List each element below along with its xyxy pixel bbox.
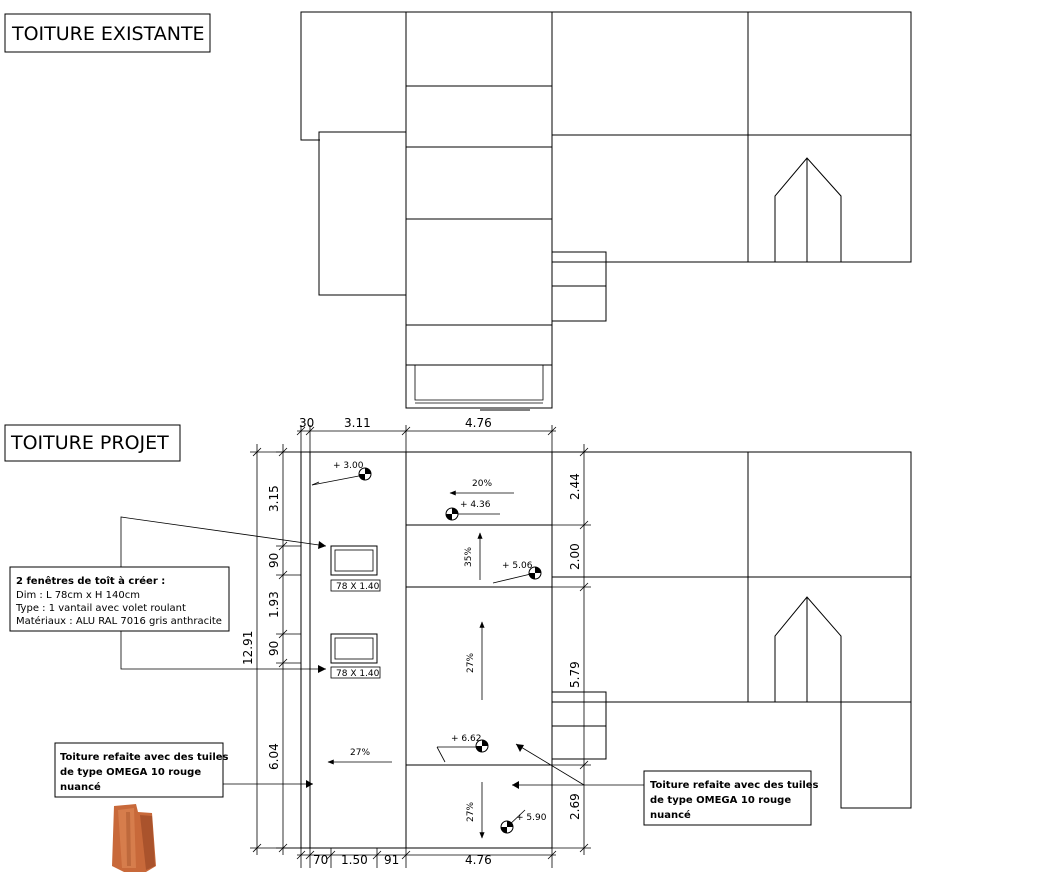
windows-note-title: 2 fenêtres de toît à créer :	[16, 575, 165, 587]
window-2-label: 78 X 1.40	[336, 669, 380, 679]
level-662-text: + 6.62	[451, 734, 481, 744]
tiles-right-line-2: de type OMEGA 10 rouge	[650, 795, 791, 806]
tiles-note-left: Toiture refaite avec des tuiles de type …	[54, 742, 313, 798]
slope-arrow-35: 35%	[464, 532, 483, 580]
windows-note-line-2: Type : 1 vantail avec volet roulant	[15, 603, 186, 614]
windows-note-line-3: Matériaux : ALU RAL 7016 gris anthracite	[16, 615, 222, 627]
tiles-right-line-3: nuancé	[650, 809, 691, 821]
dim-top-311: 3.11	[344, 416, 371, 430]
level-marker-662: + 6.62	[436, 734, 489, 763]
dim-bottom-150: 1.50	[341, 853, 368, 867]
left-outer-dimension: 12.91	[241, 444, 301, 855]
tiles-note-right: Toiture refaite avec des tuiles de type …	[512, 743, 819, 826]
slope-arrow-27-left: 27%	[327, 748, 392, 765]
tiles-right-line-1: Toiture refaite avec des tuiles	[650, 780, 819, 791]
left-inner-dimensions: 3.15 90 1.93 90 6.04	[267, 444, 301, 855]
dim-left-90-a: 90	[267, 553, 281, 568]
roof-window-2: 78 X 1.40	[330, 633, 381, 679]
level-marker-300: + 3.00	[311, 461, 372, 486]
dim-left-193: 1.93	[267, 591, 281, 618]
slope-27-bottom-text: 27%	[466, 802, 476, 822]
level-marker-590: + 5.90	[500, 809, 547, 834]
level-marker-506: + 5.06	[492, 561, 542, 584]
level-marker-436: + 4.36	[445, 500, 500, 521]
level-300-text: + 3.00	[333, 461, 364, 471]
omega-tile-image	[112, 804, 156, 872]
dim-left-315: 3.15	[267, 485, 281, 512]
project-roof-plan	[300, 451, 912, 849]
dim-bottom-476: 4.76	[465, 853, 492, 867]
dim-bottom-91: 91	[384, 853, 399, 867]
dim-bottom-70: 70	[313, 853, 328, 867]
slope-arrow-27-bottom: 27%	[466, 782, 485, 839]
right-dimensions: 2.44 2.00 5.79 2.69	[552, 444, 591, 855]
slope-arrow-27-center: 27%	[466, 621, 485, 700]
level-590-text: + 5.90	[516, 813, 547, 823]
level-436-text: + 4.36	[460, 500, 491, 510]
windows-note: 2 fenêtres de toît à créer : Dim : L 78c…	[9, 516, 327, 673]
level-506-text: + 5.06	[502, 561, 533, 571]
dim-top-476: 4.76	[465, 416, 492, 430]
existing-roof-title-text: TOITURE EXISTANTE	[11, 23, 205, 45]
project-roof-title: TOITURE PROJET	[4, 424, 181, 462]
dim-right-200: 2.00	[568, 543, 582, 570]
slope-35-text: 35%	[464, 547, 474, 567]
dim-left-604: 6.04	[267, 743, 281, 770]
window-1-label: 78 X 1.40	[336, 582, 380, 592]
dim-right-244: 2.44	[568, 473, 582, 500]
project-roof-title-text: TOITURE PROJET	[10, 432, 169, 454]
slope-27-center-text: 27%	[466, 653, 476, 673]
slope-27-left-text: 27%	[350, 748, 370, 758]
tiles-left-line-1: Toiture refaite avec des tuiles	[60, 752, 229, 763]
dim-top-30: 30	[299, 416, 314, 430]
slope-20-text: 20%	[472, 479, 492, 489]
dim-left-90-b: 90	[267, 641, 281, 656]
slope-arrow-20: 20%	[449, 479, 514, 496]
existing-roof-plan	[300, 11, 912, 411]
roof-window-1: 78 X 1.40	[330, 545, 381, 592]
existing-roof-title: TOITURE EXISTANTE	[4, 13, 211, 53]
windows-note-line-1: Dim : L 78cm x H 140cm	[16, 590, 140, 601]
dim-right-579: 5.79	[568, 661, 582, 688]
bottom-dimensions: 70 1.50 91 4.76	[296, 848, 557, 868]
dim-right-269: 2.69	[568, 793, 582, 820]
tiles-left-line-3: nuancé	[60, 781, 101, 793]
tiles-left-line-2: de type OMEGA 10 rouge	[60, 767, 201, 778]
top-dimensions: 30 3.11 4.76	[296, 416, 557, 455]
dim-left-1291: 12.91	[241, 631, 255, 665]
